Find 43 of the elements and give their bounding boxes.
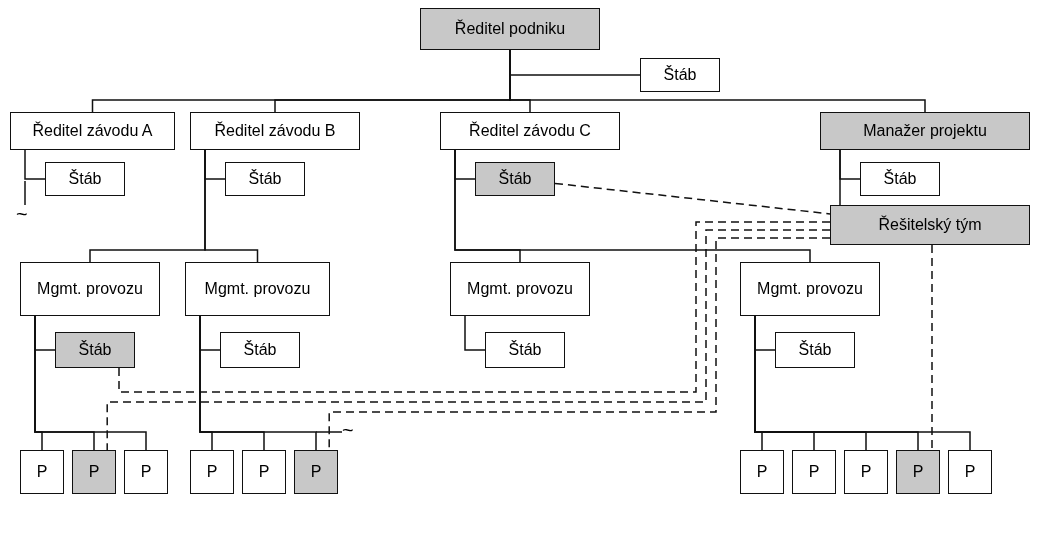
org-chart-box: P [72,450,116,494]
org-chart-box: Mgmt. provozu [20,262,160,316]
connector-line [754,315,971,451]
org-chart-box: P [190,450,234,494]
org-chart-box: P [294,450,338,494]
break-mark: ~ [16,204,28,224]
org-chart-box: Štáb [640,58,720,92]
org-chart-box: Štáb [45,162,125,196]
org-chart-box: Ředitel podniku [420,8,600,50]
org-chart-box: P [740,450,784,494]
org-chart-box: P [792,450,836,494]
connector-line [454,149,811,263]
org-chart-box: Štáb [485,332,565,368]
connector-line [24,149,46,180]
connector-line [34,315,147,451]
org-chart-box: Štáb [220,332,300,368]
dashed-connector [931,244,933,451]
org-chart-box: Mgmt. provozu [185,262,330,316]
dashed-connector [106,229,831,451]
org-chart-box: Štáb [225,162,305,196]
org-chart-box: P [948,450,992,494]
org-chart-box: Mgmt. provozu [740,262,880,316]
org-chart-box: Štáb [475,162,555,196]
dashed-connector [554,182,831,215]
dashed-connector [118,221,831,393]
connector-line [204,149,259,263]
org-chart-box: P [242,450,286,494]
org-chart-box: Manažer projektu [820,112,1030,150]
org-chart-box: P [896,450,940,494]
org-chart-box: P [20,450,64,494]
org-chart-box: Štáb [55,332,135,368]
org-chart-box: Ředitel závodu B [190,112,360,150]
org-chart-box: P [124,450,168,494]
break-mark: ~ [342,420,354,440]
org-chart-box: Řešitelský tým [830,205,1030,245]
org-chart-box: Ředitel závodu A [10,112,175,150]
connector-line [199,315,317,451]
org-chart-box: Štáb [775,332,855,368]
org-chart-box: Ředitel závodu C [440,112,620,150]
org-chart-box: P [844,450,888,494]
org-chart-box: Mgmt. provozu [450,262,590,316]
connector-line [464,315,486,351]
org-chart-box: Štáb [860,162,940,196]
